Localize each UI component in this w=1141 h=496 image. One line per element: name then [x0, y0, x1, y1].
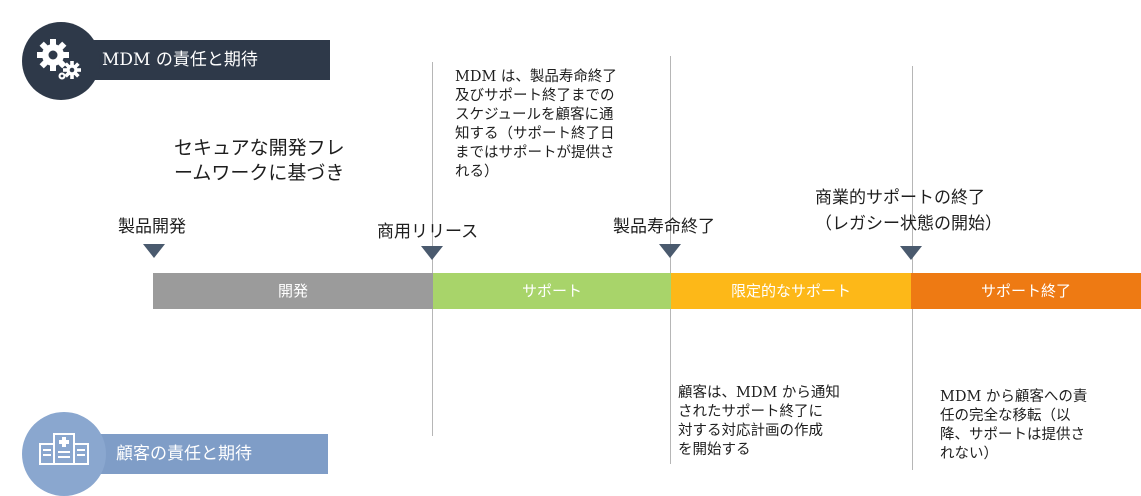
phase-limited-support: 限定的なサポート	[671, 273, 911, 309]
notify-note-line: スケジュールを顧客に通	[455, 107, 614, 123]
phase-support: サポート	[433, 273, 671, 309]
eol-guide-line	[670, 56, 671, 464]
gears-icon	[37, 39, 81, 80]
end-support-guide-line	[912, 66, 913, 470]
secure-note-line: ームワークに基づき	[174, 162, 345, 184]
customer-responsibility-title: 顧客の責任と期待	[116, 444, 252, 464]
notify-note-line: 及びサポート終了までの	[455, 88, 615, 104]
plan-note-line: を開始する	[678, 442, 751, 458]
mdm-badge-circle	[22, 22, 100, 100]
plan-note-line: 顧客は、MDM から通知	[678, 385, 840, 401]
triangle-down-icon	[421, 246, 443, 260]
phase-end-of-support: サポート終了	[911, 273, 1141, 309]
responsibility-transfer-note: MDM から顧客への責 任の完全な移転（以 降、サポートは提供さ れない）	[940, 388, 1087, 464]
triangle-down-icon	[900, 246, 922, 260]
end-support-label-line: 商業的サポートの終了	[815, 188, 985, 208]
milestone-commercial-release: 商用リリース	[377, 222, 479, 242]
mdm-responsibility-header: MDM の責任と期待	[82, 40, 330, 80]
transfer-note-line: れない）	[940, 446, 998, 462]
customer-badge-circle	[22, 412, 106, 496]
milestone-end-of-life: 製品寿命終了	[613, 217, 715, 237]
customer-plan-note: 顧客は、MDM から通知 されたサポート終了に 対する対応計画の作成 を開始する	[678, 384, 840, 460]
mdm-responsibility-title: MDM の責任と期待	[102, 50, 258, 70]
triangle-down-icon	[143, 244, 165, 258]
notify-note-line: MDM は、製品寿命終了	[455, 69, 617, 85]
secure-development-note: セキュアな開発フレ ームワークに基づき	[174, 136, 345, 186]
milestone-product-development: 製品開発	[118, 217, 186, 237]
end-support-label-line: （レガシー状態の開始）	[815, 214, 1002, 234]
milestone-end-of-commercial-support: 商業的サポートの終了 （レガシー状態の開始）	[815, 185, 1002, 237]
triangle-down-icon	[659, 244, 681, 258]
hospital-icon	[39, 433, 89, 465]
eol-notification-note: MDM は、製品寿命終了 及びサポート終了までの スケジュールを顧客に通 知する…	[455, 68, 617, 182]
transfer-note-line: MDM から顧客への責	[940, 389, 1088, 405]
transfer-note-line: 降、サポートは提供さ	[940, 427, 1085, 443]
plan-note-line: 対する対応計画の作成	[678, 423, 823, 439]
notify-note-line: まではサポートが提供さ	[455, 145, 615, 161]
secure-note-line: セキュアな開発フレ	[174, 137, 345, 159]
notify-note-line: れる）	[455, 164, 499, 180]
transfer-note-line: 任の完全な移転（以	[940, 408, 1071, 424]
notify-note-line: 知する（サポート終了日	[455, 126, 615, 142]
customer-responsibility-header: 顧客の責任と期待	[96, 434, 328, 474]
plan-note-line: されたサポート終了に	[678, 404, 823, 420]
phase-development: 開発	[153, 273, 433, 309]
